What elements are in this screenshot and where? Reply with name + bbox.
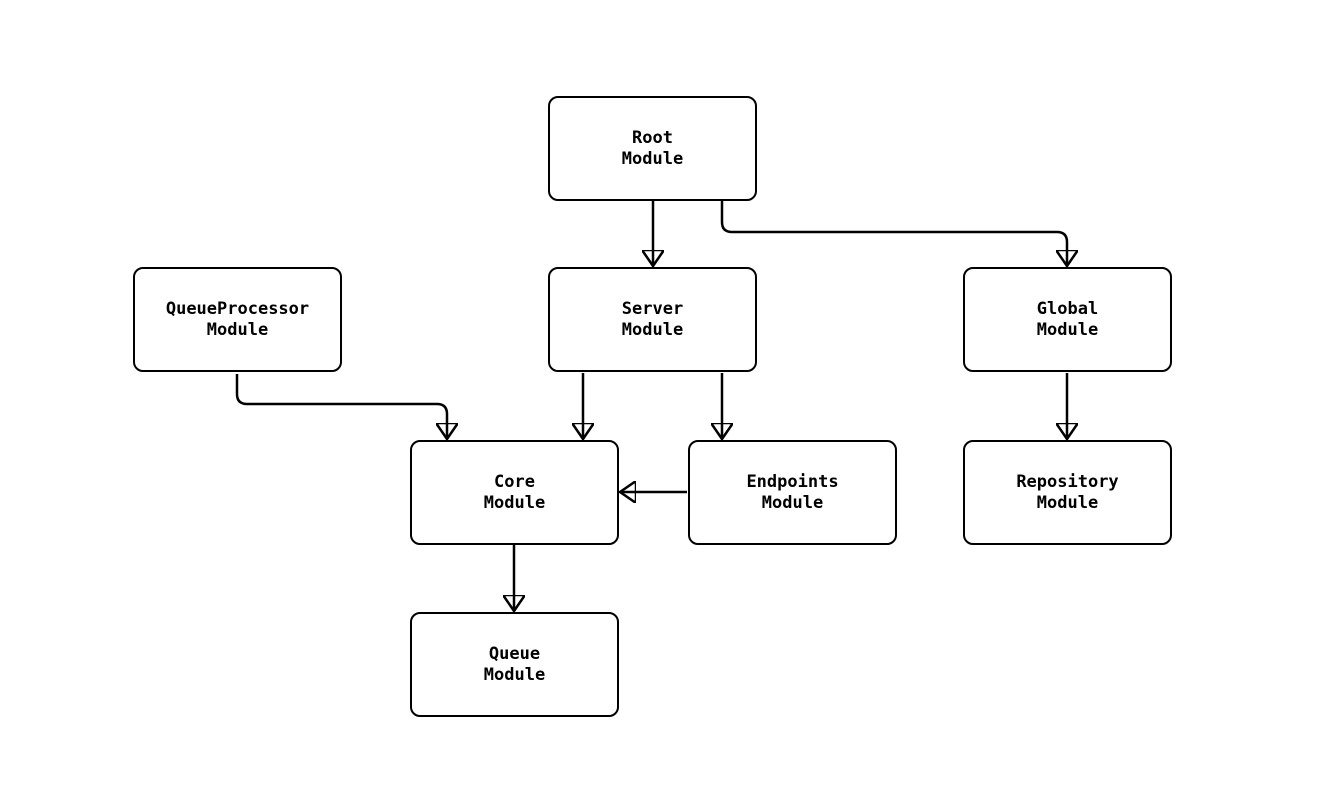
- node-endpoints-module-label: Endpoints Module: [746, 471, 839, 513]
- node-root-module: Root Module: [548, 96, 757, 201]
- node-server-module: Server Module: [548, 267, 757, 372]
- node-repository-module-label: Repository Module: [1016, 471, 1119, 513]
- node-queue-module-label: Queue Module: [483, 643, 546, 685]
- edge-queueprocessor-to-core: [235, 374, 447, 438]
- node-queueprocessor-module-label: QueueProcessor Module: [165, 298, 310, 340]
- node-core-module-label: Core Module: [483, 471, 546, 513]
- edge-root-to-global: [720, 199, 1067, 265]
- node-queue-module: Queue Module: [410, 612, 619, 717]
- node-queueprocessor-module: QueueProcessor Module: [133, 267, 342, 372]
- node-global-module-label: Global Module: [1036, 298, 1099, 340]
- node-global-module: Global Module: [963, 267, 1172, 372]
- node-repository-module: Repository Module: [963, 440, 1172, 545]
- node-root-module-label: Root Module: [621, 127, 684, 169]
- node-core-module: Core Module: [410, 440, 619, 545]
- node-server-module-label: Server Module: [621, 298, 684, 340]
- node-endpoints-module: Endpoints Module: [688, 440, 897, 545]
